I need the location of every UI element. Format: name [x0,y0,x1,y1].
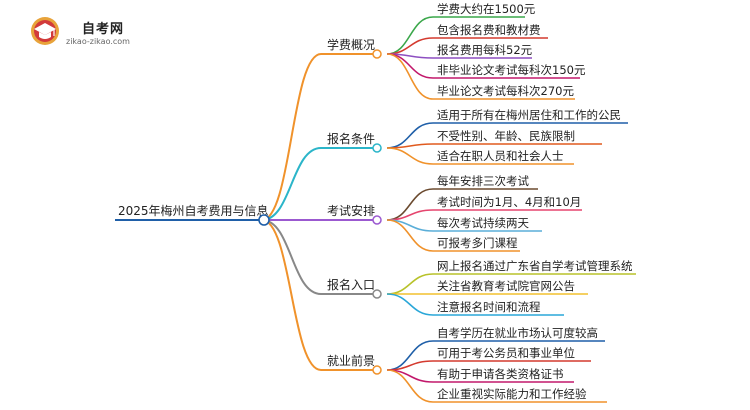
branch-label: 学费概况 [327,37,375,52]
graduation-cap-icon [31,17,59,45]
leaf-label: 企业重视实际能力和工作经验 [437,387,587,401]
leaf-label: 自考学历在就业市场认可度较高 [437,326,598,340]
leaf-label: 每年安排三次考试 [437,174,529,188]
branch-connector [261,219,322,295]
leaf-label: 报名费用每科52元 [437,43,533,57]
branch-node-circle [372,289,382,299]
logo-title: 自考网 [82,22,125,37]
leaf-label: 学费大约在1500元 [437,2,536,16]
branch-label: 就业前景 [327,353,375,368]
site-logo[interactable]: 自考网 zikao-zikao.com [30,14,140,54]
leaf-connector [386,53,434,100]
leaf-label: 关注省教育考试院官网公告 [437,279,575,293]
leaf-label: 注意报名时间和流程 [437,300,541,314]
leaf-label: 有助于申请各类资格证书 [437,367,564,381]
leaf-connector [386,273,434,295]
leaf-label: 包含报名费和教材费 [437,23,541,37]
leaf-label: 适合在职人员和社会人士 [437,149,564,163]
leaf-connector [386,37,434,55]
branch-label: 报名条件 [327,131,375,146]
leaf-connector [386,16,434,55]
branch-connector [261,147,322,221]
root-node-circle [258,214,270,226]
leaf-label: 考试时间为1月、4月和10月 [437,195,581,209]
branch-node-circle [372,49,382,59]
branch-label: 报名入口 [327,277,375,292]
leaf-label: 适用于所有在梅州居住和工作的公民 [437,108,621,122]
leaf-connector [386,219,434,252]
logo-url: zikao-zikao.com [66,37,130,46]
leaf-label: 非毕业论文考试每科次150元 [437,63,586,77]
branch-node-circle [372,215,382,225]
branch-connector [261,53,322,221]
leaf-label: 不受性别、年龄、民族限制 [437,129,575,143]
leaf-label: 毕业论文考试每科次270元 [437,84,574,98]
branch-node-circle [372,143,382,153]
leaf-connector [386,143,434,149]
branch-label: 考试安排 [327,203,375,218]
branch-connector [261,219,322,371]
leaf-connector [386,147,434,165]
leaf-label: 可用于考公务员和事业单位 [437,346,575,360]
leaf-label: 网上报名通过广东省自学考试管理系统 [437,259,633,273]
root-label: 2025年梅州自考费用与信息 [118,203,269,218]
leaf-label: 每次考试持续两天 [437,216,529,230]
leaf-connector [386,293,434,316]
leaf-label: 可报考多门课程 [437,236,518,250]
leaf-connector [386,369,434,403]
branch-node-circle [372,365,382,375]
